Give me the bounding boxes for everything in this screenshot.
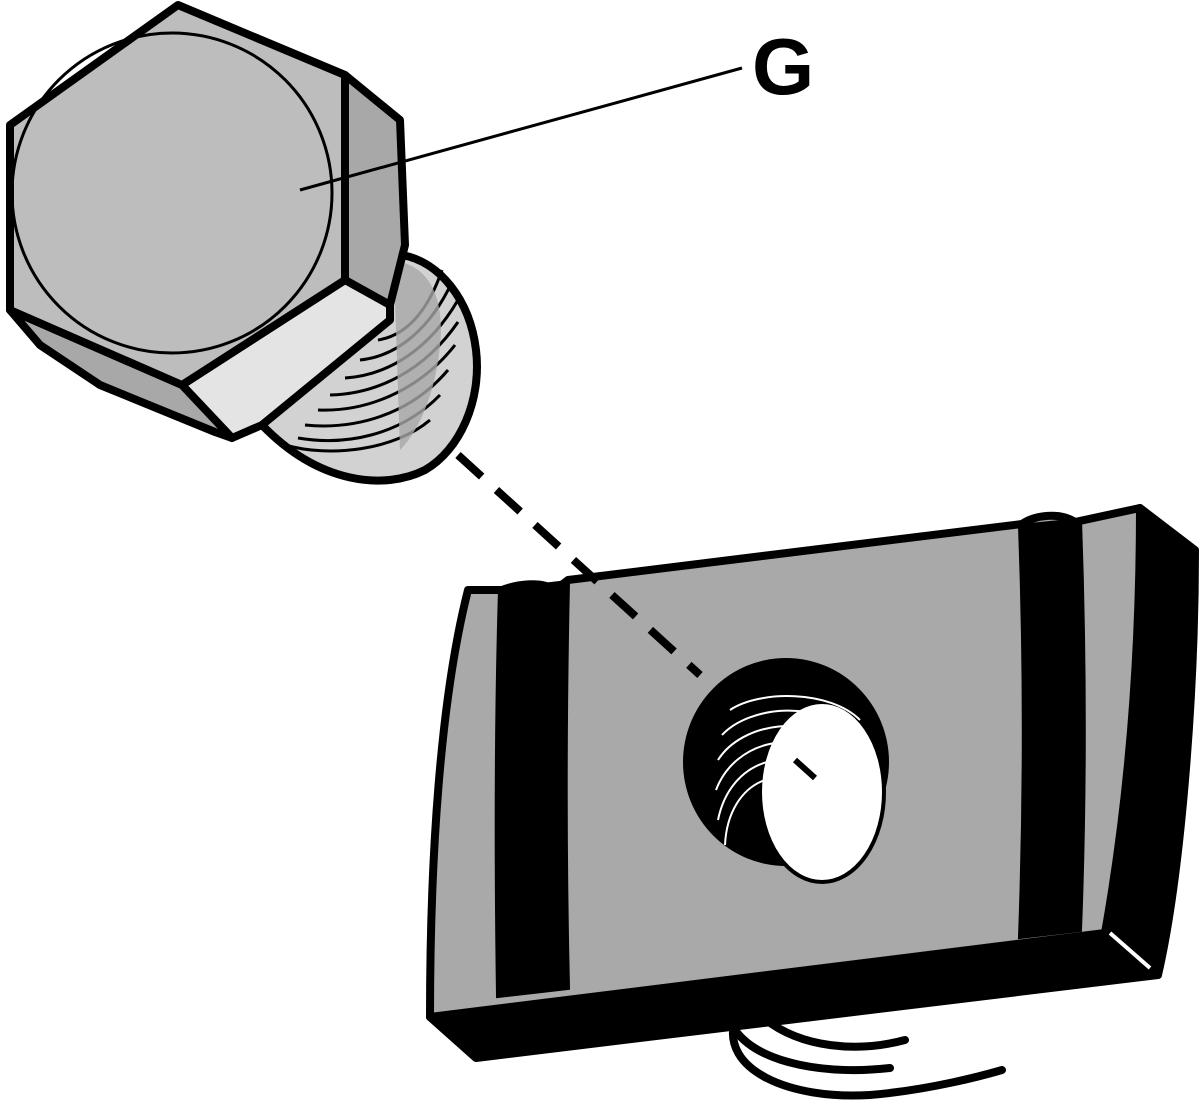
bolt-shank xyxy=(258,251,481,485)
bolt-head-side-right xyxy=(341,71,409,309)
alignment-dashed-line-hole xyxy=(792,757,818,781)
callout-g-letter: G xyxy=(752,22,814,111)
nut-spring xyxy=(729,1011,1006,1100)
callout-g: G xyxy=(299,22,814,192)
callout-g-leader-line xyxy=(299,66,743,192)
bolt-head-top-face xyxy=(6,1,349,389)
channel-nut xyxy=(426,504,1199,1100)
nut-groove-right xyxy=(1017,517,1086,940)
hex-bolt xyxy=(6,1,481,485)
nut-groove-left xyxy=(494,579,571,999)
alignment-dashed-line xyxy=(455,452,703,678)
nut-hole-thread-rings xyxy=(715,695,861,846)
bolt-head-chamfer-circle xyxy=(10,31,334,355)
bolt-shank-shadow xyxy=(395,262,441,450)
nut-corner-highlight xyxy=(1108,931,1152,970)
nut-threaded-hole xyxy=(683,658,889,884)
bolt-head xyxy=(6,1,409,442)
